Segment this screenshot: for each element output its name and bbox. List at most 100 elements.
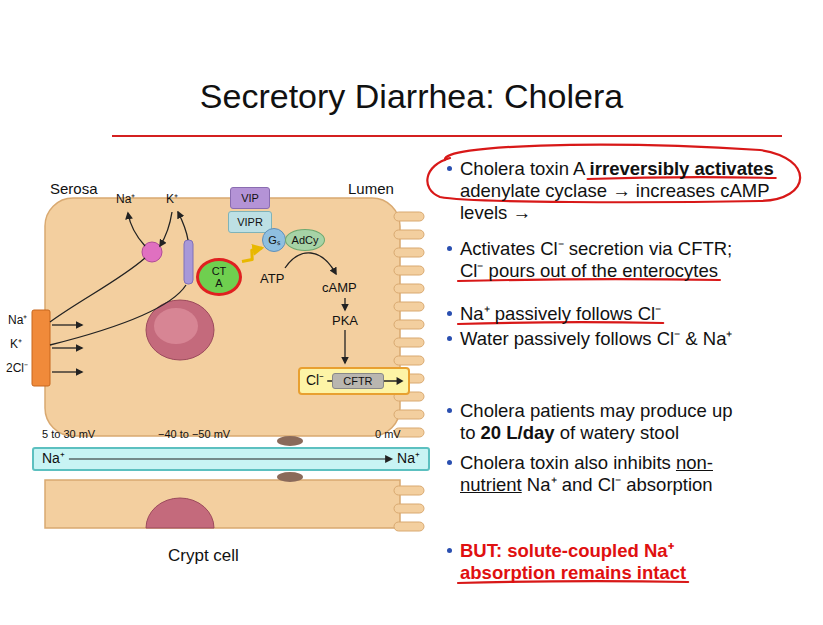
bullet-dot bbox=[447, 548, 452, 553]
nucleus bbox=[154, 308, 198, 344]
transport-arrows bbox=[50, 212, 188, 372]
diagram-label: cAMP bbox=[322, 280, 357, 296]
node-text: Na⁺ bbox=[397, 451, 420, 466]
bullet-text: Water passively follows Cl⁻ & Na⁺ bbox=[460, 328, 800, 350]
diagram-label: Serosa bbox=[50, 180, 98, 198]
bullet-text: Na⁺ passively follows Cl⁻ bbox=[460, 303, 790, 325]
diagram-label: −40 to −50 mV bbox=[158, 428, 230, 441]
diagram-label: K⁺ bbox=[166, 192, 178, 206]
bullet-phrase: Na⁺ and Cl⁻ absorption bbox=[527, 474, 713, 495]
diagram-label: 5 to 30 mV bbox=[42, 428, 95, 441]
signal-arrows bbox=[285, 253, 345, 363]
node-text: CT A bbox=[210, 265, 229, 289]
microvillus bbox=[394, 320, 424, 329]
node-text: VIP bbox=[241, 192, 259, 204]
signal-arrows bbox=[344, 298, 345, 310]
diagram-label: 2Cl⁻ bbox=[6, 361, 28, 375]
slide-title: Secretory Diarrhea: Cholera bbox=[0, 76, 823, 117]
microvillus bbox=[394, 504, 424, 513]
microvillus bbox=[394, 338, 424, 347]
signal-arrows bbox=[285, 253, 336, 274]
cholera-toxin-oval: CT A bbox=[196, 258, 242, 296]
microvillus bbox=[394, 522, 424, 531]
nkcc-cotransporter bbox=[32, 310, 50, 386]
node-text: Cl⁻ bbox=[306, 373, 324, 388]
microvillus bbox=[394, 284, 424, 293]
bullet-dot bbox=[447, 408, 452, 413]
toxin-bolt-connector bbox=[242, 248, 262, 261]
crypt-cell bbox=[45, 480, 400, 528]
transport-arrows bbox=[178, 212, 188, 240]
transport-arrows bbox=[52, 371, 82, 372]
nkcc-cotransporter bbox=[32, 310, 50, 386]
bullet-phrase: Na⁺ passively follows Cl⁻ bbox=[460, 303, 661, 324]
bullet-phrase: Water passively follows Cl⁻ & Na⁺ bbox=[460, 328, 732, 349]
bullet-dot bbox=[447, 246, 452, 251]
transport-arrows bbox=[50, 258, 145, 322]
cftr-channel: CFTR bbox=[332, 373, 383, 389]
receptor-box: VIPR bbox=[228, 211, 272, 233]
transport-arrows bbox=[128, 213, 145, 246]
node-text: CFTR bbox=[343, 375, 372, 387]
microvillus bbox=[394, 486, 424, 495]
title-rule bbox=[112, 136, 782, 137]
transport-arrows bbox=[160, 212, 172, 246]
paracellular-arrow bbox=[32, 447, 430, 471]
cl-secretion-highlight: Cl⁻ CFTR bbox=[298, 367, 410, 395]
nucleus bbox=[146, 498, 214, 528]
g-protein-circle: Gₛ bbox=[262, 228, 286, 252]
tight-junction bbox=[277, 472, 303, 482]
microvillus bbox=[394, 212, 424, 221]
microvillus bbox=[394, 248, 424, 257]
bullet-dot bbox=[447, 460, 452, 465]
diagram-label: Na⁺ bbox=[8, 313, 27, 327]
diagram-label: ATP bbox=[260, 271, 284, 287]
bullet-phrase: 20 L/day bbox=[481, 422, 555, 443]
adenylate-cyclase-oval: AdCy bbox=[285, 229, 325, 251]
paracellular-line bbox=[69, 458, 387, 459]
bullet-dot bbox=[447, 336, 452, 341]
crypt-cell bbox=[45, 198, 400, 528]
bullet-text: BUT: solute-coupled Na⁺ absorption remai… bbox=[460, 540, 740, 584]
bullet-text: Activates Cl⁻ secretion via CFTR; Cl⁻ po… bbox=[460, 238, 760, 282]
node-text: VIPR bbox=[237, 216, 263, 228]
paracellular-band: Na⁺Na⁺ bbox=[32, 447, 430, 471]
microvillus bbox=[394, 302, 424, 311]
pen-underlines bbox=[458, 177, 776, 583]
bullet-phrase: irreversibly activates bbox=[590, 158, 774, 179]
diagram-label: 0 mV bbox=[375, 428, 401, 441]
microvillus bbox=[394, 266, 424, 275]
bullet-phrase: BUT: solute-coupled Na⁺ absorption remai… bbox=[460, 540, 686, 583]
node-text: AdCy bbox=[292, 234, 319, 246]
paracellular-head bbox=[385, 455, 393, 463]
k-channel bbox=[184, 240, 193, 284]
bullet-phrase: Cholera toxin also inhibits bbox=[460, 452, 671, 473]
bullet-text: Cholera toxin also inhibits non-nutrient… bbox=[460, 452, 720, 496]
signal-arrows bbox=[344, 330, 345, 363]
na-k-pump bbox=[142, 242, 162, 262]
transport-arrows bbox=[50, 285, 186, 345]
k-channel bbox=[184, 240, 193, 284]
bullet-dot bbox=[447, 311, 452, 316]
transport-arrows bbox=[52, 347, 82, 348]
bullet-phrase: Activates Cl⁻ secretion via CFTR; Cl⁻ po… bbox=[460, 238, 732, 281]
bullet-dot bbox=[447, 166, 452, 171]
crypt-cell bbox=[45, 198, 400, 436]
tight-junction bbox=[277, 436, 303, 446]
microvillus bbox=[394, 230, 424, 239]
bullet-phrase: of watery stool bbox=[560, 422, 679, 443]
diagram-label: Crypt cell bbox=[168, 546, 239, 566]
transport-arrows bbox=[52, 324, 82, 325]
microvillus bbox=[394, 410, 424, 419]
cl-flow-line bbox=[327, 380, 397, 381]
bullet-text: Cholera toxin A irreversibly activates a… bbox=[460, 158, 785, 224]
diagram-label: Na⁺ bbox=[116, 192, 135, 206]
diagram-label: Lumen bbox=[348, 180, 394, 198]
diagram-label: PKA bbox=[332, 313, 358, 329]
title-rule bbox=[112, 135, 782, 137]
nucleus bbox=[146, 300, 214, 528]
microvillus bbox=[394, 356, 424, 365]
cl-flow-head bbox=[397, 377, 404, 385]
diagram-label: K⁺ bbox=[10, 337, 22, 351]
